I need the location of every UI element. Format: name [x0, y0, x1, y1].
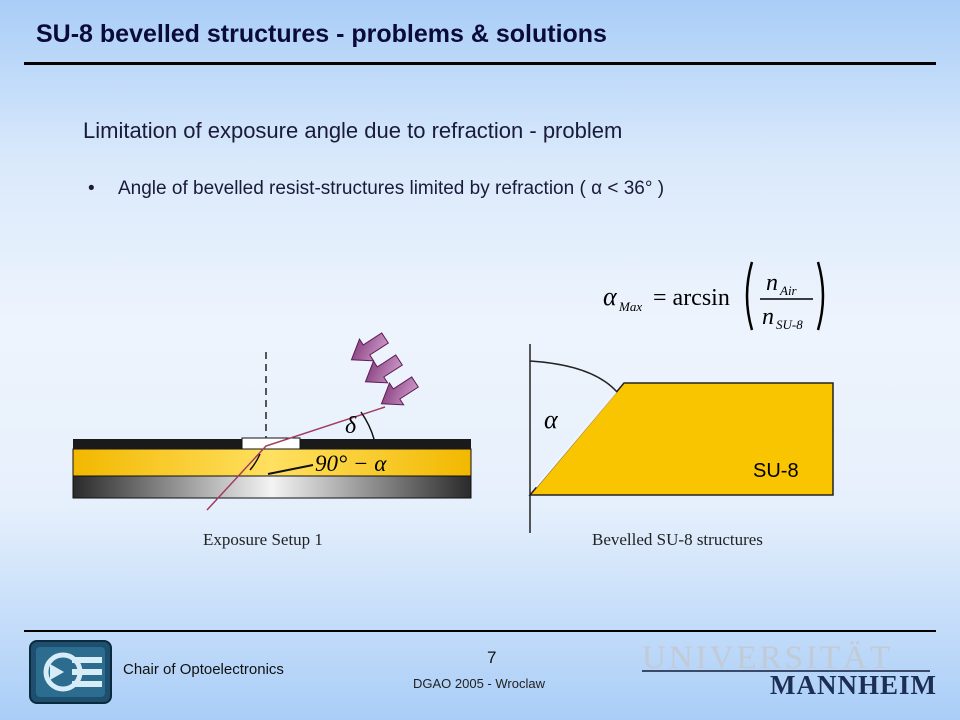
figure-caption-bevelled-structures: Bevelled SU-8 structures: [592, 530, 763, 549]
refraction-arc: [249, 453, 261, 471]
university-logo-rule: [642, 670, 930, 672]
su8-resist-layer: [72, 448, 472, 477]
formula-denominator-sub: SU-8: [776, 317, 803, 332]
bullet-marker: •: [88, 178, 95, 199]
bevelled-structure-figure: α SU-8: [528, 344, 834, 533]
refraction-formula: α Max = arcsin n Air n SU-8: [603, 261, 825, 332]
alpha-symbol: α: [544, 405, 559, 434]
page-number: 7: [487, 648, 497, 667]
alpha-arc: [529, 360, 618, 393]
formula-numerator-sub: Air: [779, 283, 798, 298]
refracted-ray: [206, 406, 386, 511]
formula-arcsin: = arcsin: [653, 285, 730, 311]
angle-pointer-line: [267, 464, 314, 475]
conference-label: DGAO 2005 - Wroclaw: [413, 676, 545, 691]
substrate-layer: [72, 475, 472, 499]
mask-opening: [241, 437, 301, 450]
exposure-arrow-icon: [350, 332, 419, 406]
footer-divider: [24, 630, 936, 632]
bullet-text: Angle of bevelled resist-structures limi…: [118, 178, 665, 199]
section-heading: Limitation of exposure angle due to refr…: [83, 118, 623, 143]
slide-title: SU-8 bevelled structures - problems & so…: [36, 20, 607, 48]
formula-paren-left: [745, 261, 754, 331]
header-divider: [24, 62, 936, 65]
su8-block-label: SU-8: [753, 460, 799, 482]
formula-denominator: n: [762, 304, 774, 330]
figure-caption-exposure-setup: Exposure Setup 1: [203, 530, 323, 549]
delta-arc: [360, 411, 375, 440]
formula-alpha-sub: Max: [618, 299, 642, 314]
formula-paren-right: [816, 261, 825, 331]
chair-name: Chair of Optoelectronics: [123, 661, 284, 678]
university-name-line2: MANNHEIM: [770, 670, 937, 700]
delta-symbol: δ: [345, 413, 357, 439]
chair-logo-icon: [29, 640, 112, 704]
bevel-highlight: [535, 391, 617, 488]
formula-numerator: n: [766, 270, 778, 296]
formula-alpha: α: [603, 282, 618, 311]
angle-label: 90° − α: [315, 451, 387, 476]
exposure-setup-figure: δ 90° − α: [72, 332, 472, 511]
